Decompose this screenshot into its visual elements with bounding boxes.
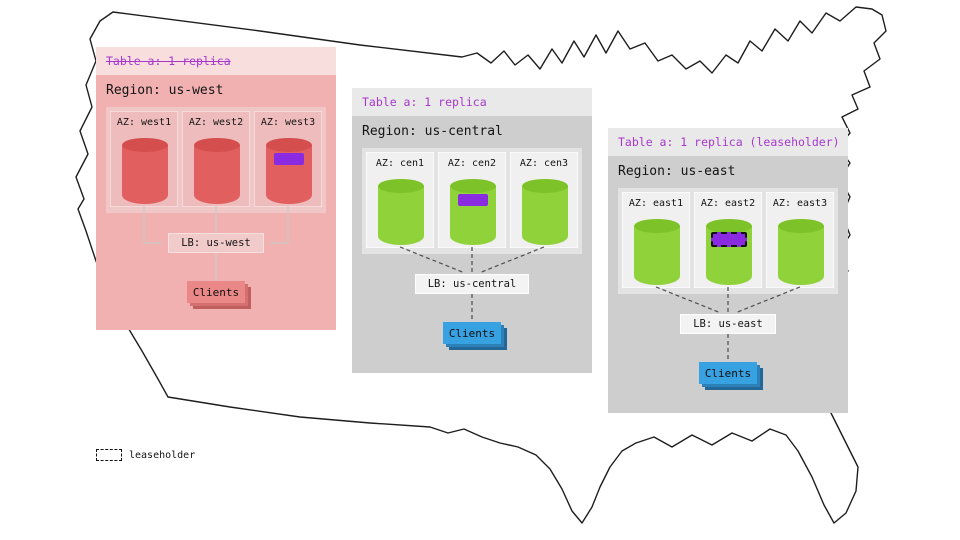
region-panel-us-west: Table a: 1 replica Region: us-west AZ: w… [96,47,336,330]
az-box-west2: AZ: west2 [182,111,250,207]
az-label: AZ: west2 [188,117,244,128]
database-cylinder [450,179,496,245]
leaseholder-swatch-icon [96,449,122,461]
clients-box-us-east: Clients [699,362,757,384]
clients-box-us-west: Clients [187,281,245,303]
lb-row: LB: us-central [352,274,592,294]
clients-box-us-central: Clients [443,322,501,344]
region-label-us-east: Region: us-east [618,164,736,179]
table-header-us-central: Table a: 1 replica [352,88,592,116]
lb-row: LB: us-east [608,314,848,334]
az-box-east3: AZ: east3 [766,192,834,288]
region-panel-us-central: Table a: 1 replica Region: us-central AZ… [352,88,592,373]
database-cylinder [378,179,424,245]
az-label: AZ: west3 [260,117,316,128]
region-body-us-central: Region: us-central AZ: cen1 AZ: cen2 [352,116,592,373]
cylinder-body [778,226,824,285]
legend-label: leaseholder [129,449,196,461]
az-label: AZ: west1 [116,117,172,128]
cylinder-body [378,186,424,245]
az-box-west3: AZ: west3 [254,111,322,207]
database-cylinder [706,219,752,285]
database-cylinder [634,219,680,285]
lb-row: LB: us-west [96,233,336,253]
cylinder-body [522,186,568,245]
az-box-cen1: AZ: cen1 [366,152,434,248]
cylinder-top [706,219,752,233]
region-body-us-east: Region: us-east AZ: east1 AZ: east2 [608,156,848,413]
table-header-label: Table a: 1 replica [362,95,487,109]
az-label: AZ: cen3 [519,158,569,169]
cylinder-top [522,179,568,193]
database-cylinder [266,138,312,204]
load-balancer-us-west: LB: us-west [168,233,264,253]
legend: leaseholder [96,449,195,461]
load-balancer-us-central: LB: us-central [414,274,530,294]
table-header-us-east: Table a: 1 replica (leaseholder) [608,128,848,156]
az-box-west1: AZ: west1 [110,111,178,207]
cylinder-top [266,138,312,152]
region-label-us-central: Region: us-central [362,124,503,139]
replica-indicator [458,194,488,206]
clients-row: Clients [608,362,848,384]
cylinder-top [122,138,168,152]
table-header-us-west: Table a: 1 replica [96,47,336,75]
cylinder-body [194,145,240,204]
az-label: AZ: cen1 [375,158,425,169]
load-balancer-us-east: LB: us-east [680,314,776,334]
az-box-east1: AZ: east1 [622,192,690,288]
leaseholder-indicator [711,232,747,247]
cylinder-top [450,179,496,193]
region-panel-us-east: Table a: 1 replica (leaseholder) Region:… [608,128,848,413]
replica-indicator [274,153,304,165]
az-label: AZ: cen2 [447,158,497,169]
cylinder-top [778,219,824,233]
database-cylinder [522,179,568,245]
region-body-us-west: Region: us-west AZ: west1 AZ: west2 [96,75,336,330]
az-box-east2: AZ: east2 [694,192,762,288]
cylinder-body [634,226,680,285]
az-label: AZ: east1 [628,198,684,209]
az-container-us-central: AZ: cen1 AZ: cen2 AZ: cen3 [362,148,582,254]
cylinder-top [634,219,680,233]
az-container-us-west: AZ: west1 AZ: west2 AZ: west3 [106,107,326,213]
clients-row: Clients [352,322,592,344]
region-label-us-west: Region: us-west [106,83,224,98]
database-cylinder [122,138,168,204]
table-header-label: Table a: 1 replica (leaseholder) [618,135,840,149]
database-cylinder [194,138,240,204]
clients-row: Clients [96,281,336,303]
cylinder-body [122,145,168,204]
table-header-label: Table a: 1 replica [106,54,231,68]
database-cylinder [778,219,824,285]
az-box-cen2: AZ: cen2 [438,152,506,248]
az-box-cen3: AZ: cen3 [510,152,578,248]
az-label: AZ: east2 [700,198,756,209]
cylinder-top [378,179,424,193]
cylinder-top [194,138,240,152]
az-container-us-east: AZ: east1 AZ: east2 AZ: east3 [618,188,838,294]
az-label: AZ: east3 [772,198,828,209]
